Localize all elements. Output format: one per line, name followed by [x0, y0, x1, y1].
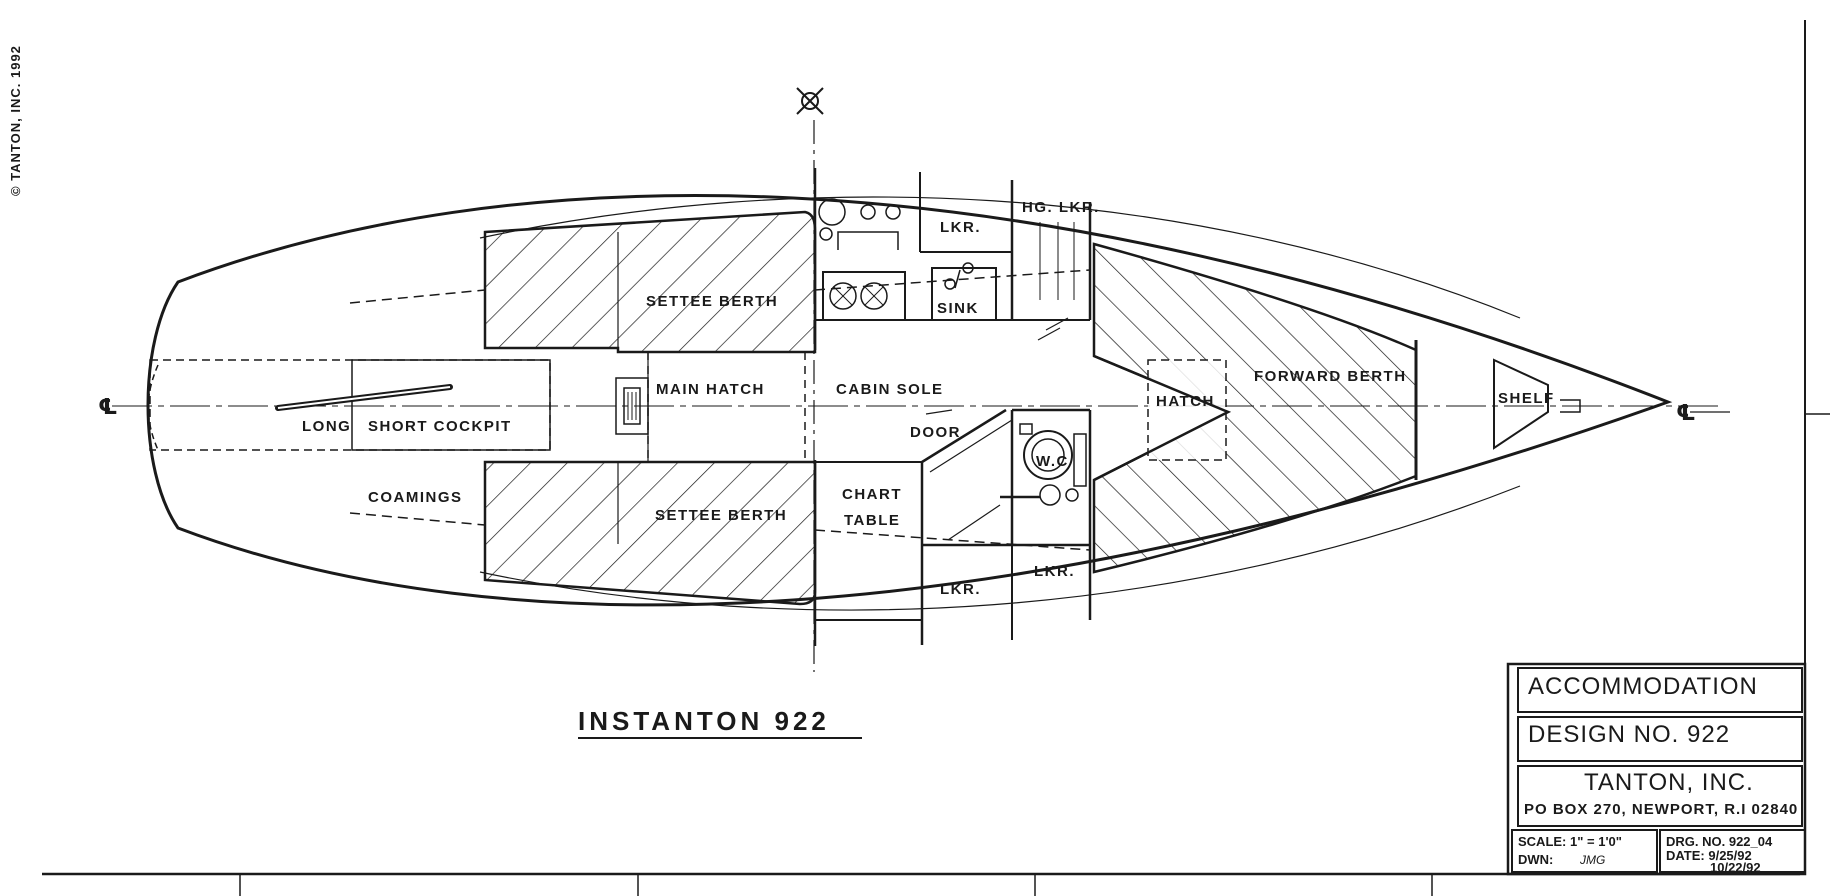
title-block-dwn: DWN:: [1518, 852, 1553, 867]
label-wc: W.C: [1036, 453, 1069, 470]
drawing-frame: [42, 20, 1830, 896]
title-block-dwn-initials: JMG: [1579, 853, 1605, 867]
hull-inner-line: [479, 196, 1521, 611]
title-block-drg-no: DRG. NO. 922_04: [1666, 834, 1773, 849]
tiller-icon: [275, 384, 453, 411]
chart-table: [815, 461, 922, 621]
label-main-hatch: MAIN HATCH: [656, 381, 765, 398]
label-lkr-galley: LKR.: [940, 219, 981, 236]
label-cabin-sole: CABIN SOLE: [836, 381, 944, 398]
drawing-title: INSTANTON 922: [578, 706, 830, 736]
copyright-text: © TANTON, INC. 1992: [8, 45, 23, 196]
label-short-cockpit: SHORT COCKPIT: [368, 418, 512, 435]
companionway-ladder-icon: [615, 352, 649, 462]
cockpit-outline: [147, 359, 551, 451]
forward-hatch-outline: [1147, 359, 1227, 461]
title-block-title: ACCOMMODATION: [1528, 673, 1758, 700]
label-hg-lkr: HG. LKR.: [1022, 199, 1100, 216]
title-block-date-rev: 10/22/92: [1710, 860, 1761, 875]
label-coamings: COAMINGS: [368, 489, 463, 506]
label-door: DOOR: [910, 424, 961, 441]
label-forward-berth: FORWARD BERTH: [1254, 368, 1407, 385]
label-shelf: SHELF: [1498, 390, 1555, 407]
head-compartment: [920, 317, 1092, 645]
station-symbol-icon: [796, 87, 824, 115]
title-block-scale: SCALE: 1" = 1'0": [1518, 834, 1622, 849]
centerline-symbol-aft: ℄: [98, 394, 118, 419]
label-long: LONG: [302, 418, 351, 435]
settee-berth-lower: [483, 460, 817, 606]
label-lkr-fwd: LKR.: [1034, 563, 1075, 580]
bow-shelf: [1493, 358, 1549, 450]
label-chart: CHART: [842, 486, 902, 503]
title-block-design: DESIGN NO. 922: [1528, 721, 1730, 748]
label-sink: SINK: [937, 300, 979, 317]
toilet-icon: [1000, 423, 1087, 506]
centerline-symbol-fwd: ℄: [1676, 400, 1696, 425]
forward-berth: [1092, 242, 1418, 574]
title-block-date: DATE: 9/25/92: [1666, 848, 1752, 863]
label-settee-berth-upper: SETTEE BERTH: [646, 293, 778, 310]
bow-shelf-notch: [1560, 399, 1581, 413]
label-table: TABLE: [844, 512, 900, 529]
settee-berth-upper: [483, 210, 817, 354]
label-settee-berth-lower: SETTEE BERTH: [655, 507, 787, 524]
title-block-company: TANTON, INC.: [1584, 769, 1754, 796]
title-block-address: PO BOX 270, NEWPORT, R.I 02840: [1524, 801, 1798, 818]
label-hatch: HATCH: [1156, 393, 1215, 410]
hull-outline: [146, 194, 1673, 607]
centerline: ℄ ℄: [98, 394, 1730, 425]
galley-area: [813, 168, 1092, 646]
forward-berth-cut: [1093, 354, 1231, 482]
title-block: [1506, 662, 1807, 876]
label-lkr-aft: LKR.: [940, 581, 981, 598]
main-hatch-outline: [647, 352, 806, 462]
